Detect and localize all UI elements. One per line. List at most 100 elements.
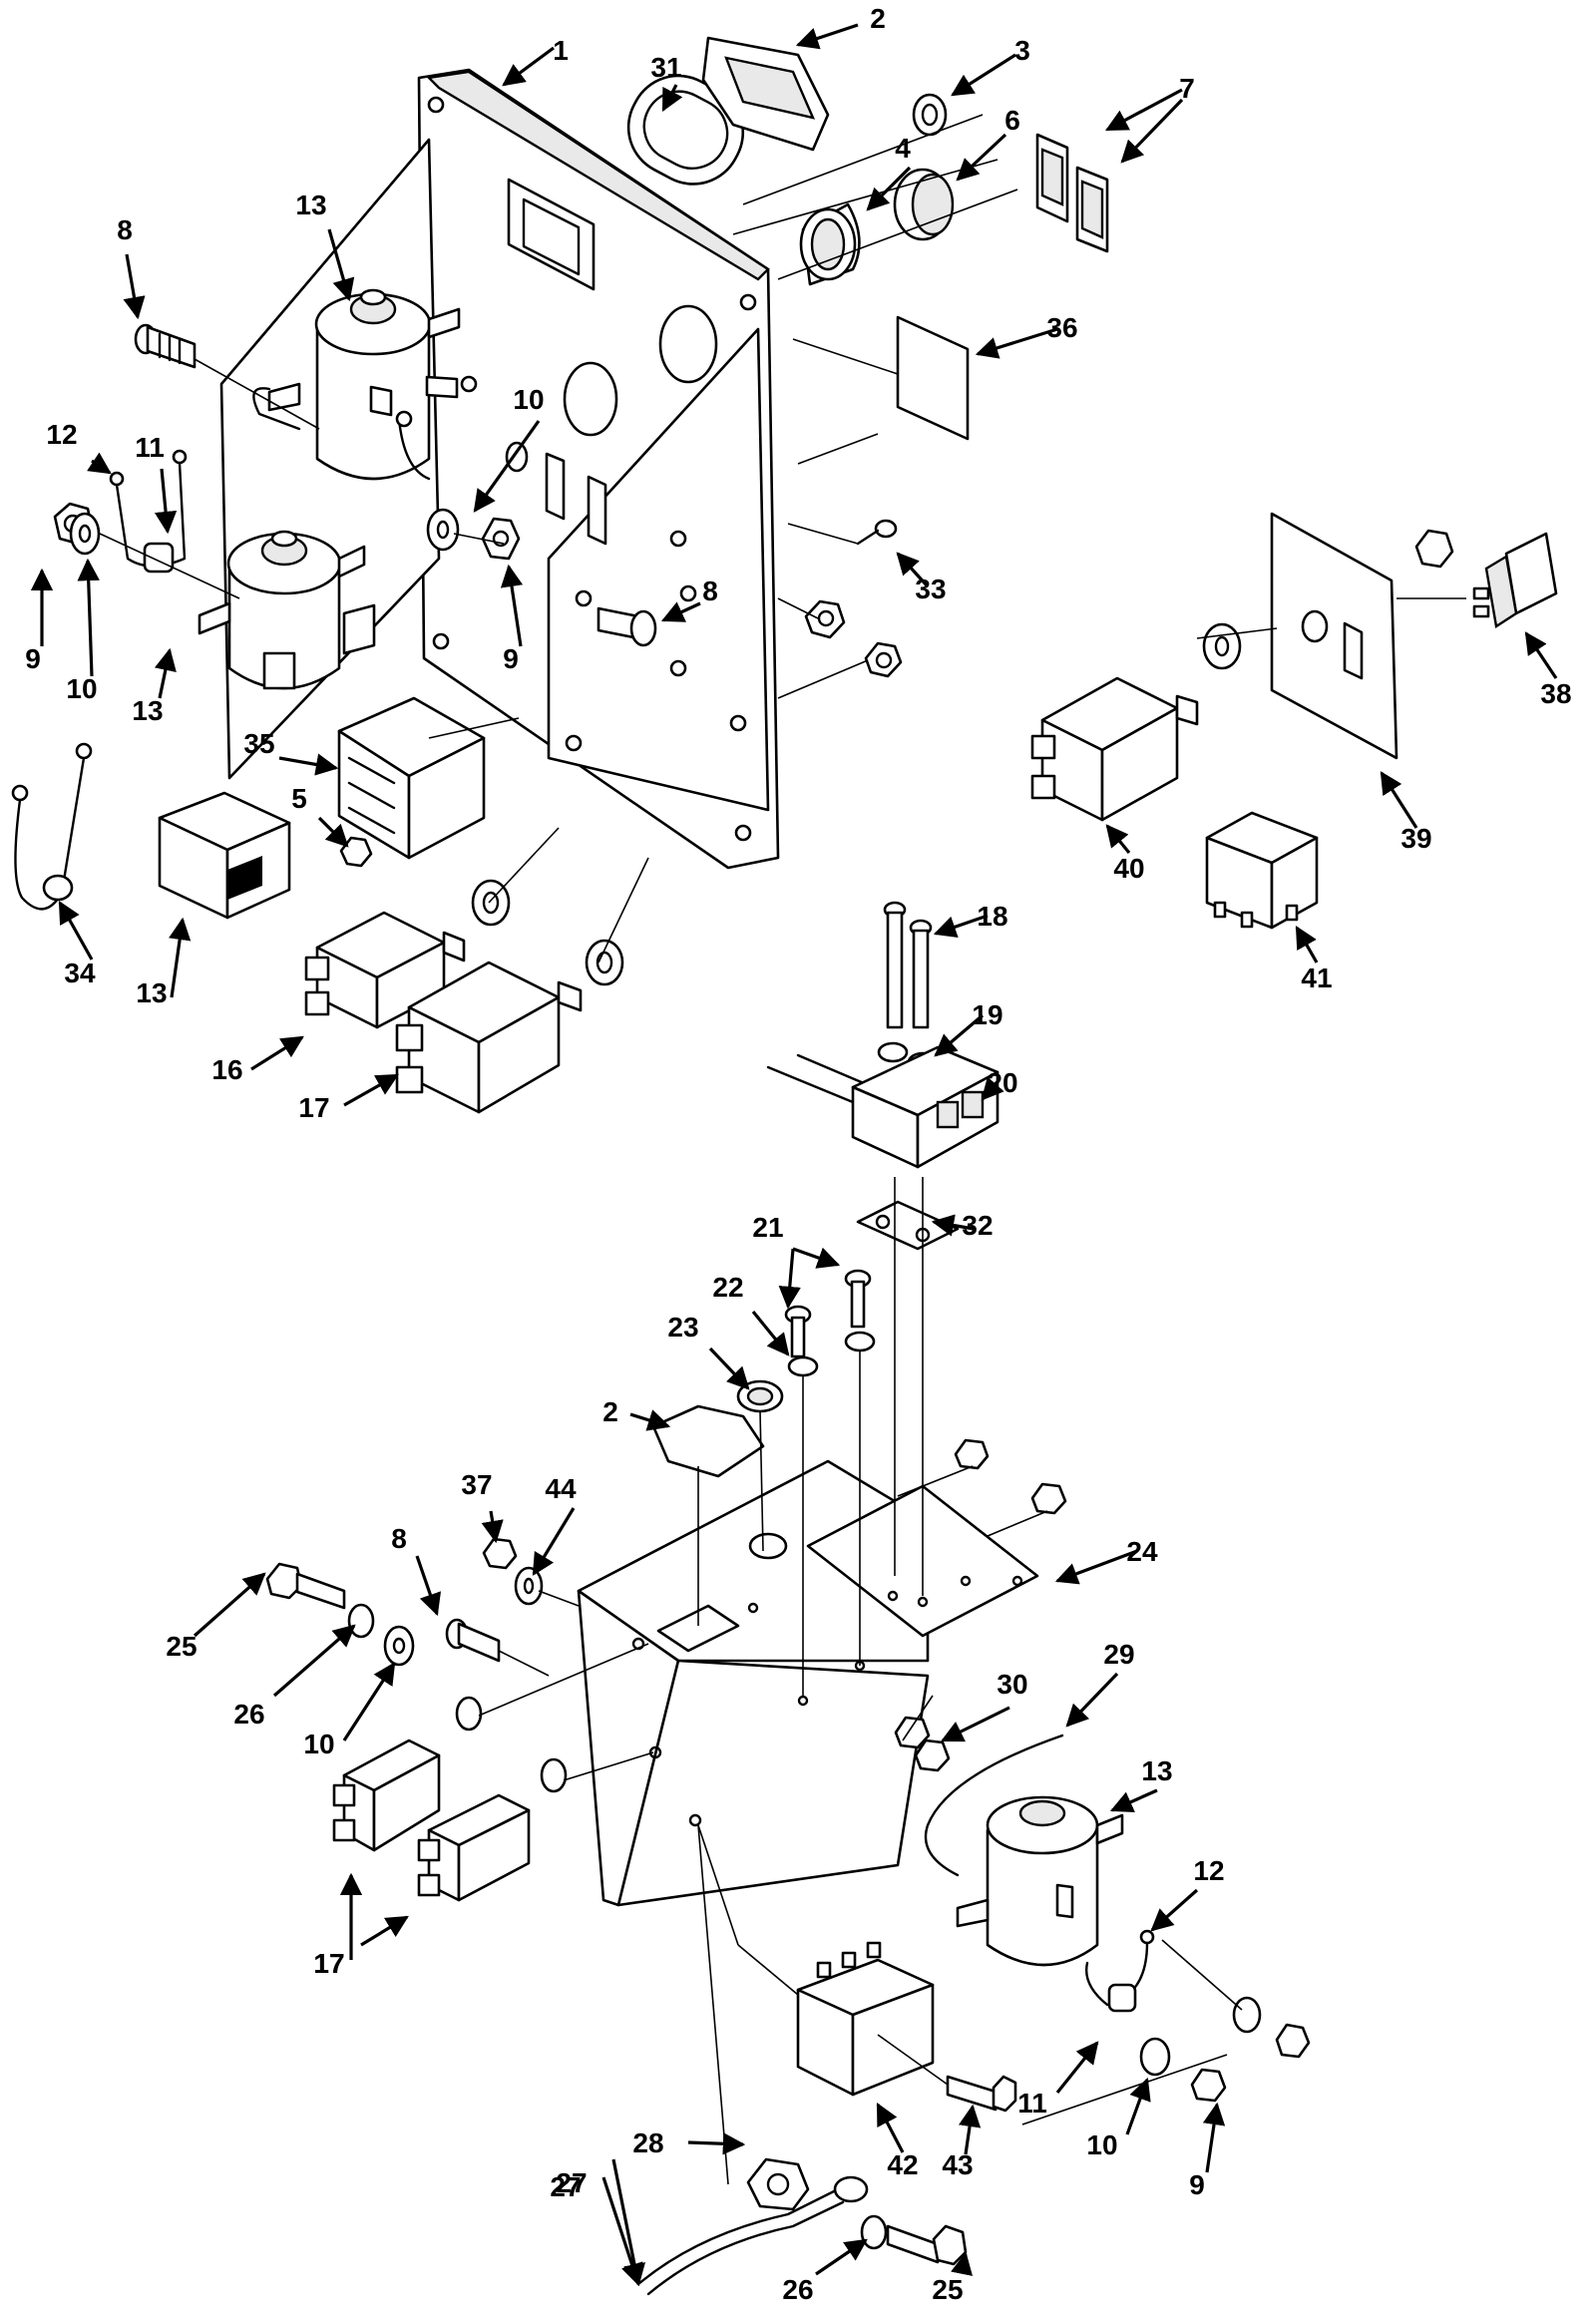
callout-leader — [601, 2176, 643, 2287]
callout-leader — [1295, 926, 1319, 964]
guide-line — [488, 827, 560, 904]
guide-line — [697, 1824, 739, 1946]
relay-41 — [1205, 811, 1319, 930]
breaker-17-lower-a — [332, 1696, 483, 1852]
screw-33 — [856, 519, 898, 546]
guide-line — [99, 533, 240, 599]
callout-number: 41 — [1301, 963, 1332, 993]
washer-10-center — [426, 508, 460, 552]
bezel-4 — [799, 202, 861, 286]
callout-number: 21 — [752, 1212, 783, 1243]
callout-leader — [951, 2251, 974, 2276]
breaker-16 — [304, 879, 511, 1029]
guide-line — [777, 597, 819, 619]
cable-27 — [636, 2175, 869, 2296]
callout-number: 34 — [64, 958, 96, 988]
callout-leader — [795, 23, 859, 50]
callout-number: 26 — [233, 1699, 264, 1730]
guide-line — [777, 659, 869, 699]
callout-number: 5 — [291, 783, 307, 814]
guide-line — [1021, 2054, 1228, 2125]
callout-number: 16 — [211, 1054, 242, 1085]
callout-leader — [1109, 1788, 1158, 1813]
callout-leader — [154, 468, 178, 535]
callout-number: 38 — [1540, 678, 1571, 709]
callout-leader — [1524, 631, 1558, 679]
callout-number: 12 — [46, 419, 77, 450]
washer-10-left — [69, 512, 101, 556]
callout-number: 29 — [1103, 1639, 1134, 1670]
screws-21 — [784, 1269, 872, 1358]
callout-leader — [981, 1076, 1004, 1101]
jumper-11-12-right — [1085, 1941, 1149, 2013]
callout-leader — [317, 816, 349, 848]
wire-34 — [11, 742, 93, 911]
callout-leader — [951, 53, 1016, 97]
callout-number: 13 — [295, 190, 326, 220]
guide-line — [453, 533, 505, 545]
callout-number: 13 — [132, 695, 163, 726]
callout-number: 13 — [136, 977, 167, 1008]
callout-leader — [278, 753, 339, 776]
callout-number: 42 — [887, 2149, 918, 2180]
callout-number: 7 — [1179, 73, 1195, 104]
callout-leader — [360, 1915, 409, 1947]
jumper-11-12-left — [109, 449, 188, 574]
guide-line — [598, 857, 649, 964]
solenoid-lower-right — [956, 1795, 1155, 1967]
guide-line — [742, 114, 984, 205]
bolt-25-left — [265, 1562, 346, 1610]
callout-number: 25 — [932, 2274, 963, 2305]
bracket-lower — [577, 1459, 930, 1907]
callout-leader — [1120, 98, 1184, 164]
callout-leader — [1105, 88, 1183, 132]
bolt-43 — [946, 2075, 1017, 2113]
switch-38 — [1472, 532, 1558, 628]
callout-leader — [1054, 1549, 1138, 1585]
callout-leader — [342, 1662, 396, 1741]
module-14 — [158, 791, 291, 920]
callout-number: 9 — [1189, 2169, 1205, 2200]
washer-26-lower — [860, 2214, 888, 2250]
label-36 — [896, 315, 970, 441]
connector-20 — [766, 1045, 999, 1169]
callout-number: 26 — [782, 2274, 813, 2305]
nut-37 — [482, 1537, 518, 1570]
callout-number: 28 — [632, 2127, 663, 2158]
callout-number: 33 — [915, 574, 946, 604]
nut-6 — [339, 836, 373, 868]
callout-number: 11 — [135, 432, 165, 463]
callout-leader — [751, 1310, 790, 1356]
callout-number: 20 — [987, 1067, 1017, 1098]
callout-leader — [933, 914, 989, 938]
breaker-17-lower-b — [417, 1757, 568, 1902]
callout-number: 30 — [997, 1669, 1027, 1700]
callout-number: 2 — [870, 3, 886, 34]
wire-29 — [924, 1734, 1064, 1877]
callout-leader — [473, 420, 541, 513]
callout-number: 13 — [1141, 1755, 1172, 1786]
callout-leader — [123, 253, 146, 320]
callout-leader — [940, 1706, 1010, 1742]
guide-line — [194, 358, 320, 430]
washer-44 — [514, 1566, 544, 1606]
callout-leader — [629, 1409, 671, 1431]
callout-leader — [415, 1555, 442, 1617]
washer-22 — [787, 1331, 876, 1377]
callout-leader — [708, 1347, 750, 1390]
callout-number: 4 — [895, 133, 911, 164]
callout-number: 17 — [313, 1948, 344, 1979]
guide-line — [697, 1824, 729, 2185]
callout-number: 36 — [1046, 312, 1077, 343]
guide-line — [737, 1944, 799, 1996]
knob-3 — [912, 93, 948, 137]
callout-number: 18 — [977, 901, 1007, 932]
nut-9-center — [481, 517, 521, 561]
callout-number: 10 — [66, 673, 97, 704]
bolt-8-upper — [134, 323, 197, 369]
callout-number: 12 — [1193, 1855, 1224, 1886]
callout-leader — [87, 452, 112, 475]
bolt-8-lower — [445, 1618, 501, 1663]
solenoid-lower-left — [198, 530, 376, 690]
callout-number: 8 — [391, 1523, 407, 1554]
